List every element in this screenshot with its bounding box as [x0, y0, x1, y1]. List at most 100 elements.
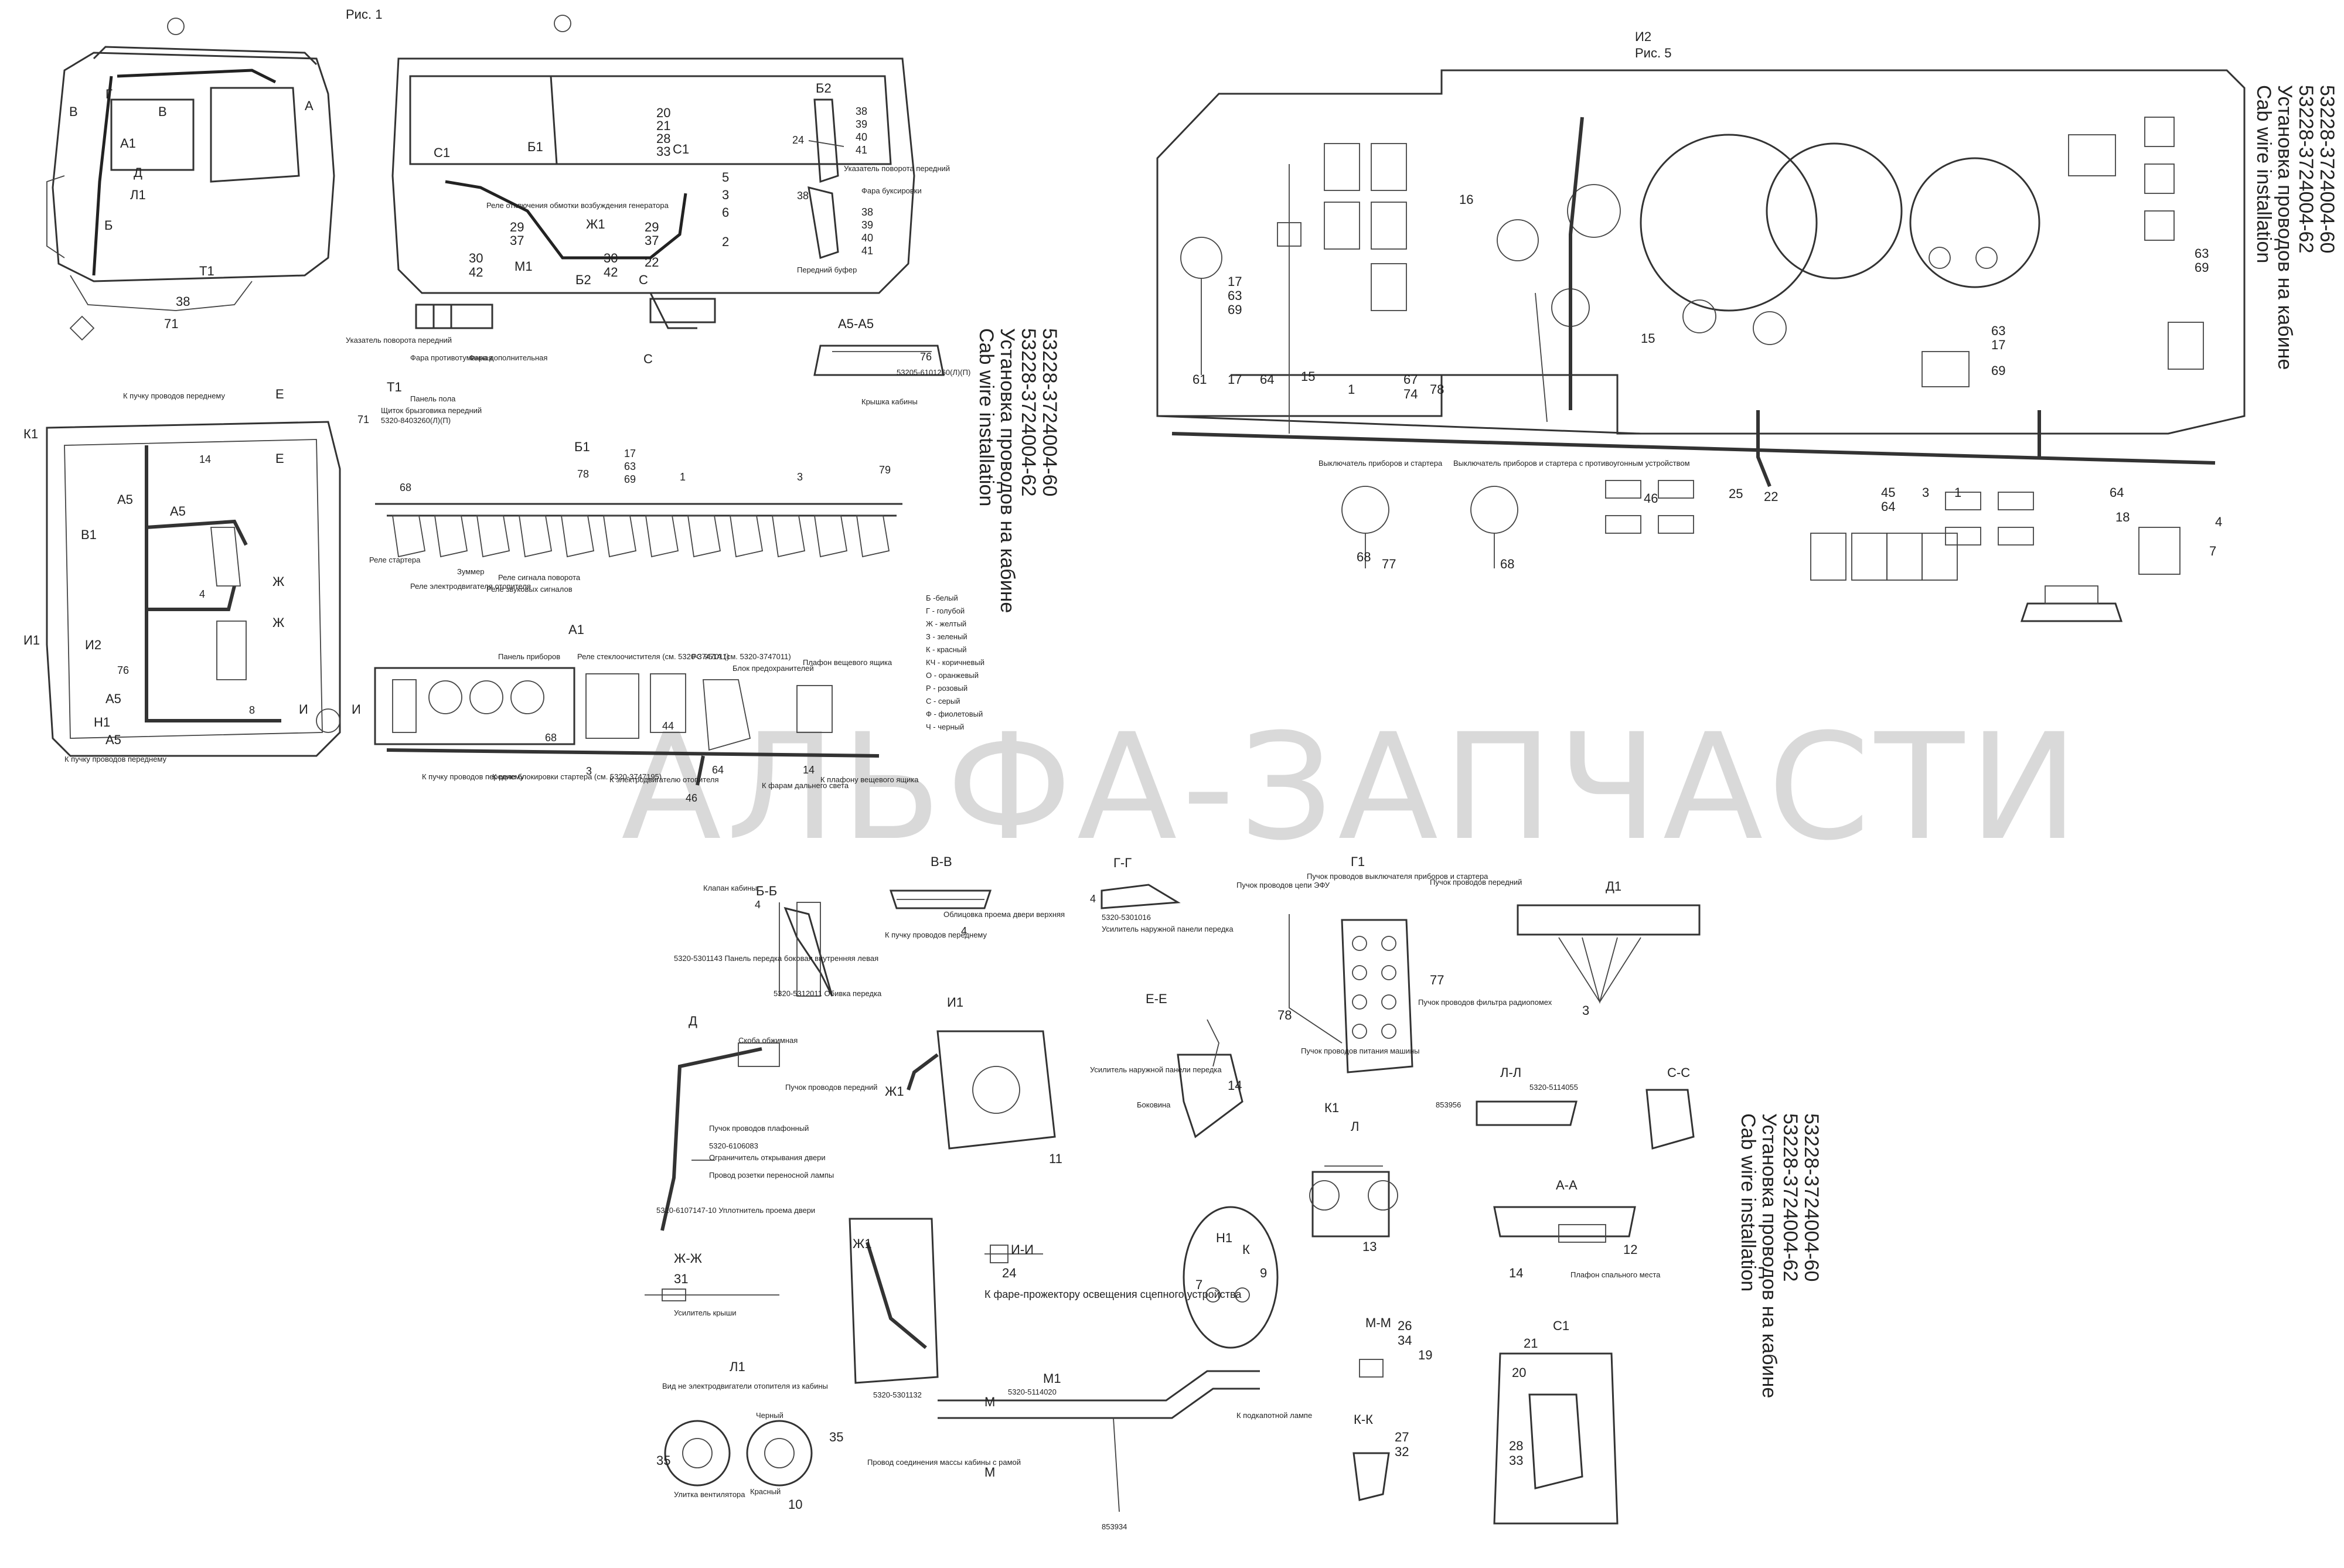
- front-m1: М1: [515, 259, 533, 274]
- relay-block: [645, 515, 679, 558]
- bb-panel: 5320-5301143 Панель передка боковая внут…: [674, 954, 878, 963]
- view-ss-label: С-С: [1667, 1065, 1690, 1080]
- d-upl: 5320-6107147-10 Уплотнитель проема двери: [656, 1206, 815, 1215]
- gg-usil: Усилитель наружной панели передка: [1102, 925, 1234, 933]
- m1-part3: 853934: [1102, 1522, 1127, 1531]
- svg-text:53228-3724004-62: 53228-3724004-62: [1017, 328, 1040, 496]
- i2-63c: 63: [2195, 246, 2209, 261]
- svg-text:53228-3724004-62: 53228-3724004-62: [1779, 1113, 1801, 1281]
- i2-69b: 69: [1991, 363, 2005, 378]
- fig1-38: 38: [176, 294, 190, 309]
- relay-block: [729, 515, 764, 558]
- svg-text:Cab wire installation: Cab wire installation: [975, 328, 997, 506]
- ee-bok: Боковина: [1137, 1100, 1171, 1109]
- vv-num: 4: [961, 925, 967, 937]
- i2-61: 61: [1193, 372, 1207, 387]
- front-b1: Б1: [527, 139, 543, 154]
- n1-k: К: [1242, 1242, 1250, 1257]
- aa-12: 12: [1623, 1242, 1637, 1257]
- b1-1: 1: [680, 471, 686, 483]
- side-4: 4: [199, 588, 205, 600]
- a5a5-kr: Крышка кабины: [861, 397, 918, 406]
- i2-1: 1: [1348, 382, 1355, 397]
- b1-zummer: Зуммер: [457, 567, 485, 576]
- i2-63b: 63: [1991, 323, 2005, 338]
- relay-block: [560, 515, 595, 558]
- svg-text:Установка проводов на кабине: Установка проводов на кабине: [1758, 1113, 1780, 1398]
- b1-rele-zv: Реле звуковых сигналов: [486, 585, 573, 594]
- legend-item: К - красный: [926, 645, 967, 654]
- cab-front-view: [391, 15, 915, 329]
- side-i: И: [299, 702, 308, 717]
- view-aa-label: А-А: [1556, 1178, 1578, 1192]
- front-fary: Фара противотуманная: [410, 353, 493, 362]
- side-i2: И2: [85, 638, 101, 652]
- front-n5: 5: [722, 170, 729, 185]
- gg-part: 5320-5301016: [1102, 913, 1151, 922]
- a1-rele: Реле стеклоочистителя (см. 5320-3747011): [577, 652, 729, 661]
- b2-40: 40: [856, 131, 867, 143]
- l1-kras: Красный: [750, 1487, 781, 1496]
- fig1-g: Г: [105, 87, 113, 101]
- front-n30b: 30: [604, 251, 618, 265]
- view-mm: [1359, 1359, 1384, 1378]
- svg-text:53228-3724004-60: 53228-3724004-60: [2316, 85, 2338, 253]
- side-zh: Ж: [272, 574, 285, 589]
- a1-k-puch: К пучку проводов переднему: [422, 772, 524, 781]
- view-d-label: Д: [689, 1014, 697, 1028]
- front-rele: Реле отключения обмотки возбуждения гене…: [486, 201, 669, 210]
- vv-obl: Облицовка проема двери верхняя: [943, 910, 1065, 919]
- side-a5: А5: [117, 492, 133, 507]
- relay-block: [813, 515, 848, 558]
- svg-text:53228-3724004-60: 53228-3724004-60: [1800, 1113, 1822, 1281]
- a1-3: 3: [586, 765, 592, 777]
- zhzh-num: 31: [674, 1272, 688, 1286]
- cab-side-view: [46, 18, 335, 341]
- front-n42: 42: [469, 265, 483, 279]
- t1-label: Т1: [387, 380, 402, 394]
- d-skoba: Скоба обжимная: [738, 1036, 798, 1045]
- i2-78: 78: [1430, 382, 1444, 397]
- i1-num: 11: [1049, 1151, 1062, 1166]
- b2-bufer: Передний буфер: [797, 265, 857, 274]
- mm-34: 34: [1398, 1333, 1412, 1348]
- a1-k-pl: К плафону вещевого ящика: [820, 775, 919, 784]
- i2-17: 17: [1228, 274, 1242, 289]
- mm-26: 26: [1398, 1318, 1412, 1333]
- view-i1: [907, 1030, 1056, 1150]
- front-n37b: 37: [645, 233, 659, 248]
- b2-39: 39: [856, 118, 867, 130]
- fig1-a: А: [305, 98, 314, 113]
- g1-pit: Пучок проводов питания машины: [1301, 1047, 1420, 1055]
- bb-obiv: 5320-5312011 Обивка передка: [774, 989, 882, 998]
- front-n20: 20: [656, 105, 670, 120]
- relay-block: [856, 515, 890, 558]
- a1-k-rele: К реле блокировки стартера (см. 5320-374…: [492, 772, 662, 781]
- side-bottom: К пучку проводов переднему: [64, 755, 167, 763]
- b1-68: 68: [400, 482, 411, 493]
- side-76: 76: [117, 664, 129, 676]
- svg-text:Cab wire installation: Cab wire installation: [2253, 85, 2275, 263]
- m1-podk: К подкапотной лампе: [1236, 1411, 1312, 1420]
- i2-64: 64: [1260, 372, 1274, 387]
- bb-klap: Клапан кабины: [703, 884, 757, 892]
- view-d1-label: Д1: [1606, 879, 1621, 894]
- b1-rele-pov: Реле сигнала поворота: [498, 573, 581, 582]
- g1-vykl: Пучок проводов выключателя приборов и ст…: [1307, 872, 1488, 881]
- watermark: АЛЬФА-ЗАПЧАСТИ: [621, 702, 2083, 872]
- legend-item: Г - голубой: [926, 606, 965, 615]
- i2-69c: 69: [2195, 260, 2209, 275]
- svg-text:Cab wire installation: Cab wire installation: [1737, 1113, 1759, 1291]
- b2-ukaz: Указатель поворота передний: [844, 164, 950, 173]
- d-part: 5320-6106083: [709, 1141, 758, 1150]
- aa-plaf: Плафон спального места: [1570, 1270, 1661, 1279]
- view-m1-label: М1: [1043, 1371, 1061, 1386]
- b2-24: 24: [792, 134, 804, 146]
- side-8: 8: [249, 704, 255, 716]
- svg-text:53228-3724004-62: 53228-3724004-62: [2295, 85, 2317, 253]
- n1-7: 7: [1195, 1277, 1202, 1292]
- fig5-label: Рис. 5: [1635, 46, 1671, 60]
- front-c-bottom: С: [643, 352, 653, 366]
- view-aa: [1493, 1206, 1636, 1243]
